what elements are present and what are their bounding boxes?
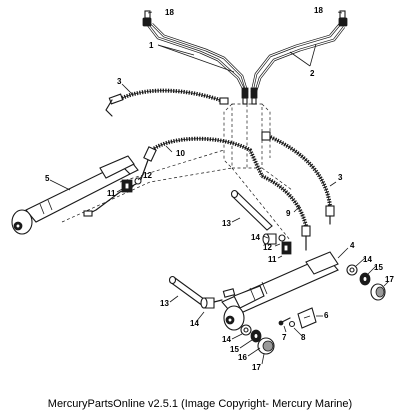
callout-13-upper: 13	[222, 219, 231, 228]
hydraulic-hose-right	[261, 131, 335, 225]
pivot-pin-lower	[168, 275, 209, 307]
trim-cylinder-upper	[11, 155, 139, 235]
pivot-pin-upper	[230, 189, 273, 231]
seal-plate-upper	[121, 179, 133, 193]
callout-11-upper: 11	[107, 189, 116, 198]
tube-fitting-right	[338, 10, 348, 27]
callout-3-upper: 3	[117, 77, 122, 86]
callout-16-bottom: 16	[238, 353, 247, 362]
washer-right	[359, 272, 371, 286]
fitting-center	[278, 234, 286, 242]
callout-7: 7	[282, 333, 287, 342]
leader-lines	[49, 11, 389, 365]
callout-5: 5	[45, 174, 50, 183]
callout-6: 6	[324, 311, 329, 320]
callout-13-lower: 13	[160, 299, 169, 308]
manifold-outline	[61, 103, 293, 241]
callout-12-center: 12	[263, 243, 272, 252]
fitting-upper	[129, 177, 142, 191]
callout-14-bottom: 14	[222, 335, 231, 344]
callout-15-right: 15	[374, 263, 383, 272]
bushing-lower	[200, 297, 215, 309]
callout-17-right: 17	[385, 275, 394, 284]
callout-9: 9	[286, 209, 291, 218]
callout-10: 10	[176, 149, 185, 158]
screw	[278, 317, 291, 326]
callout-3-right: 3	[338, 173, 343, 182]
hydraulic-hose-middle	[83, 136, 264, 217]
anode	[297, 307, 317, 329]
cap-right	[370, 283, 386, 301]
washer-small	[288, 320, 296, 328]
callout-1: 1	[149, 41, 154, 50]
callout-14-right: 14	[363, 255, 372, 264]
callout-8: 8	[301, 333, 306, 342]
power-trim-parts-diagram: 18 18 1 2 3 10 3 5 12 11 9 13 14 12 11 4…	[11, 6, 394, 372]
bushing-upper	[262, 233, 277, 245]
tube-fitting-left	[142, 10, 152, 27]
callout-14-upper: 14	[251, 233, 260, 242]
callout-12-upper: 12	[143, 171, 152, 180]
callout-18-left: 18	[165, 8, 174, 17]
cap-bottom	[257, 337, 275, 355]
trim-tube-left	[146, 23, 249, 93]
hydraulic-hose-center	[261, 174, 311, 251]
seal-plate-center	[281, 241, 292, 255]
bushing-bottom	[240, 324, 252, 336]
trim-cylinder-lower	[213, 251, 339, 331]
washer-bottom	[250, 329, 262, 343]
hose-fitting-lower	[222, 288, 236, 298]
callout-15-bottom: 15	[230, 345, 239, 354]
callout-2: 2	[310, 69, 315, 78]
callout-18-right: 18	[314, 6, 323, 15]
bushing-right	[346, 264, 358, 276]
trim-tube-right	[250, 23, 346, 95]
callout-14-lower: 14	[190, 319, 199, 328]
callout-17-bottom: 17	[252, 363, 261, 372]
image-caption: MercuryPartsOnline v2.5.1 (Image Copyrig…	[47, 398, 353, 410]
callout-4: 4	[350, 241, 355, 250]
callout-11-center: 11	[268, 255, 277, 264]
hydraulic-hose-upper-left	[105, 88, 229, 117]
center-junction-fitting	[241, 87, 258, 105]
